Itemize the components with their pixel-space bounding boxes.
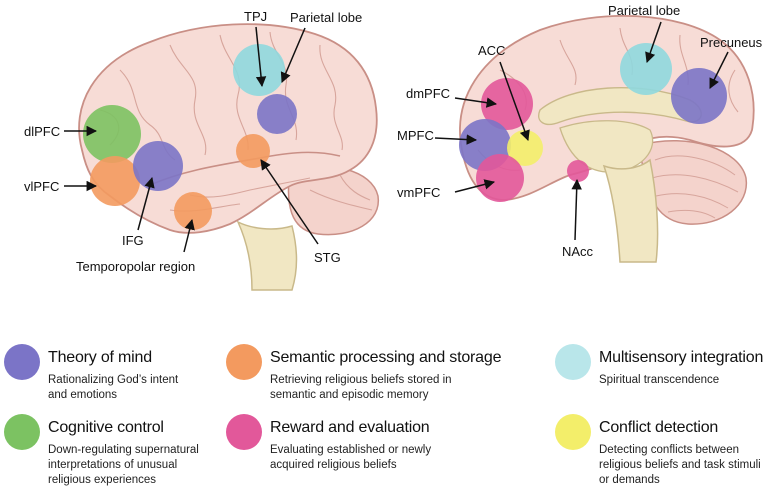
arrow-stg bbox=[260, 159, 319, 245]
arrow-mpfc bbox=[434, 134, 478, 145]
arrow-tpj bbox=[255, 26, 267, 88]
brain-diagram: TPJ Parietal lobe dlPFC vlPFC IFG Tempor… bbox=[24, 3, 763, 291]
medial-brain: Parietal lobe Precuneus ACC dmPFC MPFC v… bbox=[397, 3, 763, 263]
label-stg: STG bbox=[314, 250, 341, 265]
label-parietal-lobe-lateral: Parietal lobe bbox=[290, 10, 362, 25]
label-parietal-lobe-medial: Parietal lobe bbox=[608, 3, 680, 18]
region-dlpfc bbox=[83, 105, 141, 163]
region-tpj bbox=[233, 44, 285, 96]
arrow-acc bbox=[499, 61, 530, 141]
brainstem-medial bbox=[602, 158, 659, 263]
label-vlpfc: vlPFC bbox=[24, 179, 59, 194]
region-stg bbox=[236, 134, 270, 168]
legend-description: Spiritual transcendence bbox=[599, 374, 720, 386]
label-nacc: NAcc bbox=[562, 244, 594, 259]
legend-swatch-cognitive-control bbox=[4, 414, 40, 450]
label-dmpfc: dmPFC bbox=[406, 86, 450, 101]
arrow-temporopolar bbox=[183, 218, 195, 253]
region-ifg bbox=[133, 141, 183, 191]
legend-swatch-multisensory-integration bbox=[555, 344, 591, 380]
region-precuneus bbox=[671, 68, 727, 124]
arrow-parietal-medial bbox=[645, 21, 662, 63]
label-temporopolar: Temporopolar region bbox=[76, 259, 195, 274]
label-dlpfc: dlPFC bbox=[24, 124, 60, 139]
label-vmpfc: vmPFC bbox=[397, 185, 440, 200]
legend-title: Cognitive control bbox=[48, 419, 164, 436]
region-vlpfc bbox=[90, 156, 140, 206]
legend-title: Theory of mind bbox=[48, 349, 152, 366]
label-tpj: TPJ bbox=[244, 9, 267, 24]
legend-swatch-conflict-detection bbox=[555, 414, 591, 450]
region-parietal-lobe-medial bbox=[620, 43, 672, 95]
legend-description: Detecting conflicts between religious be… bbox=[599, 444, 761, 486]
legend-description: Retrieving religious beliefs stored in s… bbox=[270, 374, 452, 401]
label-ifg: IFG bbox=[122, 233, 144, 248]
lateral-arrows bbox=[64, 26, 319, 253]
region-parietal-lobe-lateral bbox=[257, 94, 297, 134]
legend-swatch-reward-evaluation bbox=[226, 414, 262, 450]
region-acc bbox=[507, 130, 543, 166]
legend-swatch-theory-of-mind bbox=[4, 344, 40, 380]
lateral-brain: TPJ Parietal lobe dlPFC vlPFC IFG Tempor… bbox=[24, 9, 379, 291]
cerebellum-folia bbox=[651, 155, 739, 219]
arrow-parietal-lateral bbox=[280, 27, 306, 83]
legend-description: Down-regulating supernatural interpretat… bbox=[48, 444, 199, 486]
legend-title: Semantic processing and storage bbox=[270, 349, 502, 366]
label-acc: ACC bbox=[478, 43, 505, 58]
arrow-ifg bbox=[137, 176, 155, 231]
legend-title: Multisensory integration bbox=[599, 349, 764, 366]
label-mpfc: MPFC bbox=[397, 128, 434, 143]
legend-description: Evaluating established or newly acquired… bbox=[270, 444, 432, 471]
legend-title: Conflict detection bbox=[599, 419, 719, 436]
legend-description: Rationalizing God’s intent and emotions bbox=[48, 374, 179, 401]
label-precuneus: Precuneus bbox=[700, 35, 763, 50]
arrow-precuneus bbox=[709, 51, 729, 89]
legend-swatch-semantic-processing bbox=[226, 344, 262, 380]
region-nacc bbox=[567, 160, 589, 182]
arrow-nacc bbox=[571, 178, 582, 241]
medial-arrows bbox=[434, 21, 729, 241]
brainstem-lateral bbox=[236, 220, 298, 291]
region-vmpfc bbox=[476, 154, 524, 202]
arrow-vmpfc bbox=[454, 179, 496, 193]
region-temporopolar bbox=[174, 192, 212, 230]
legend-title: Reward and evaluation bbox=[270, 419, 430, 436]
arrow-dmpfc bbox=[454, 97, 498, 108]
